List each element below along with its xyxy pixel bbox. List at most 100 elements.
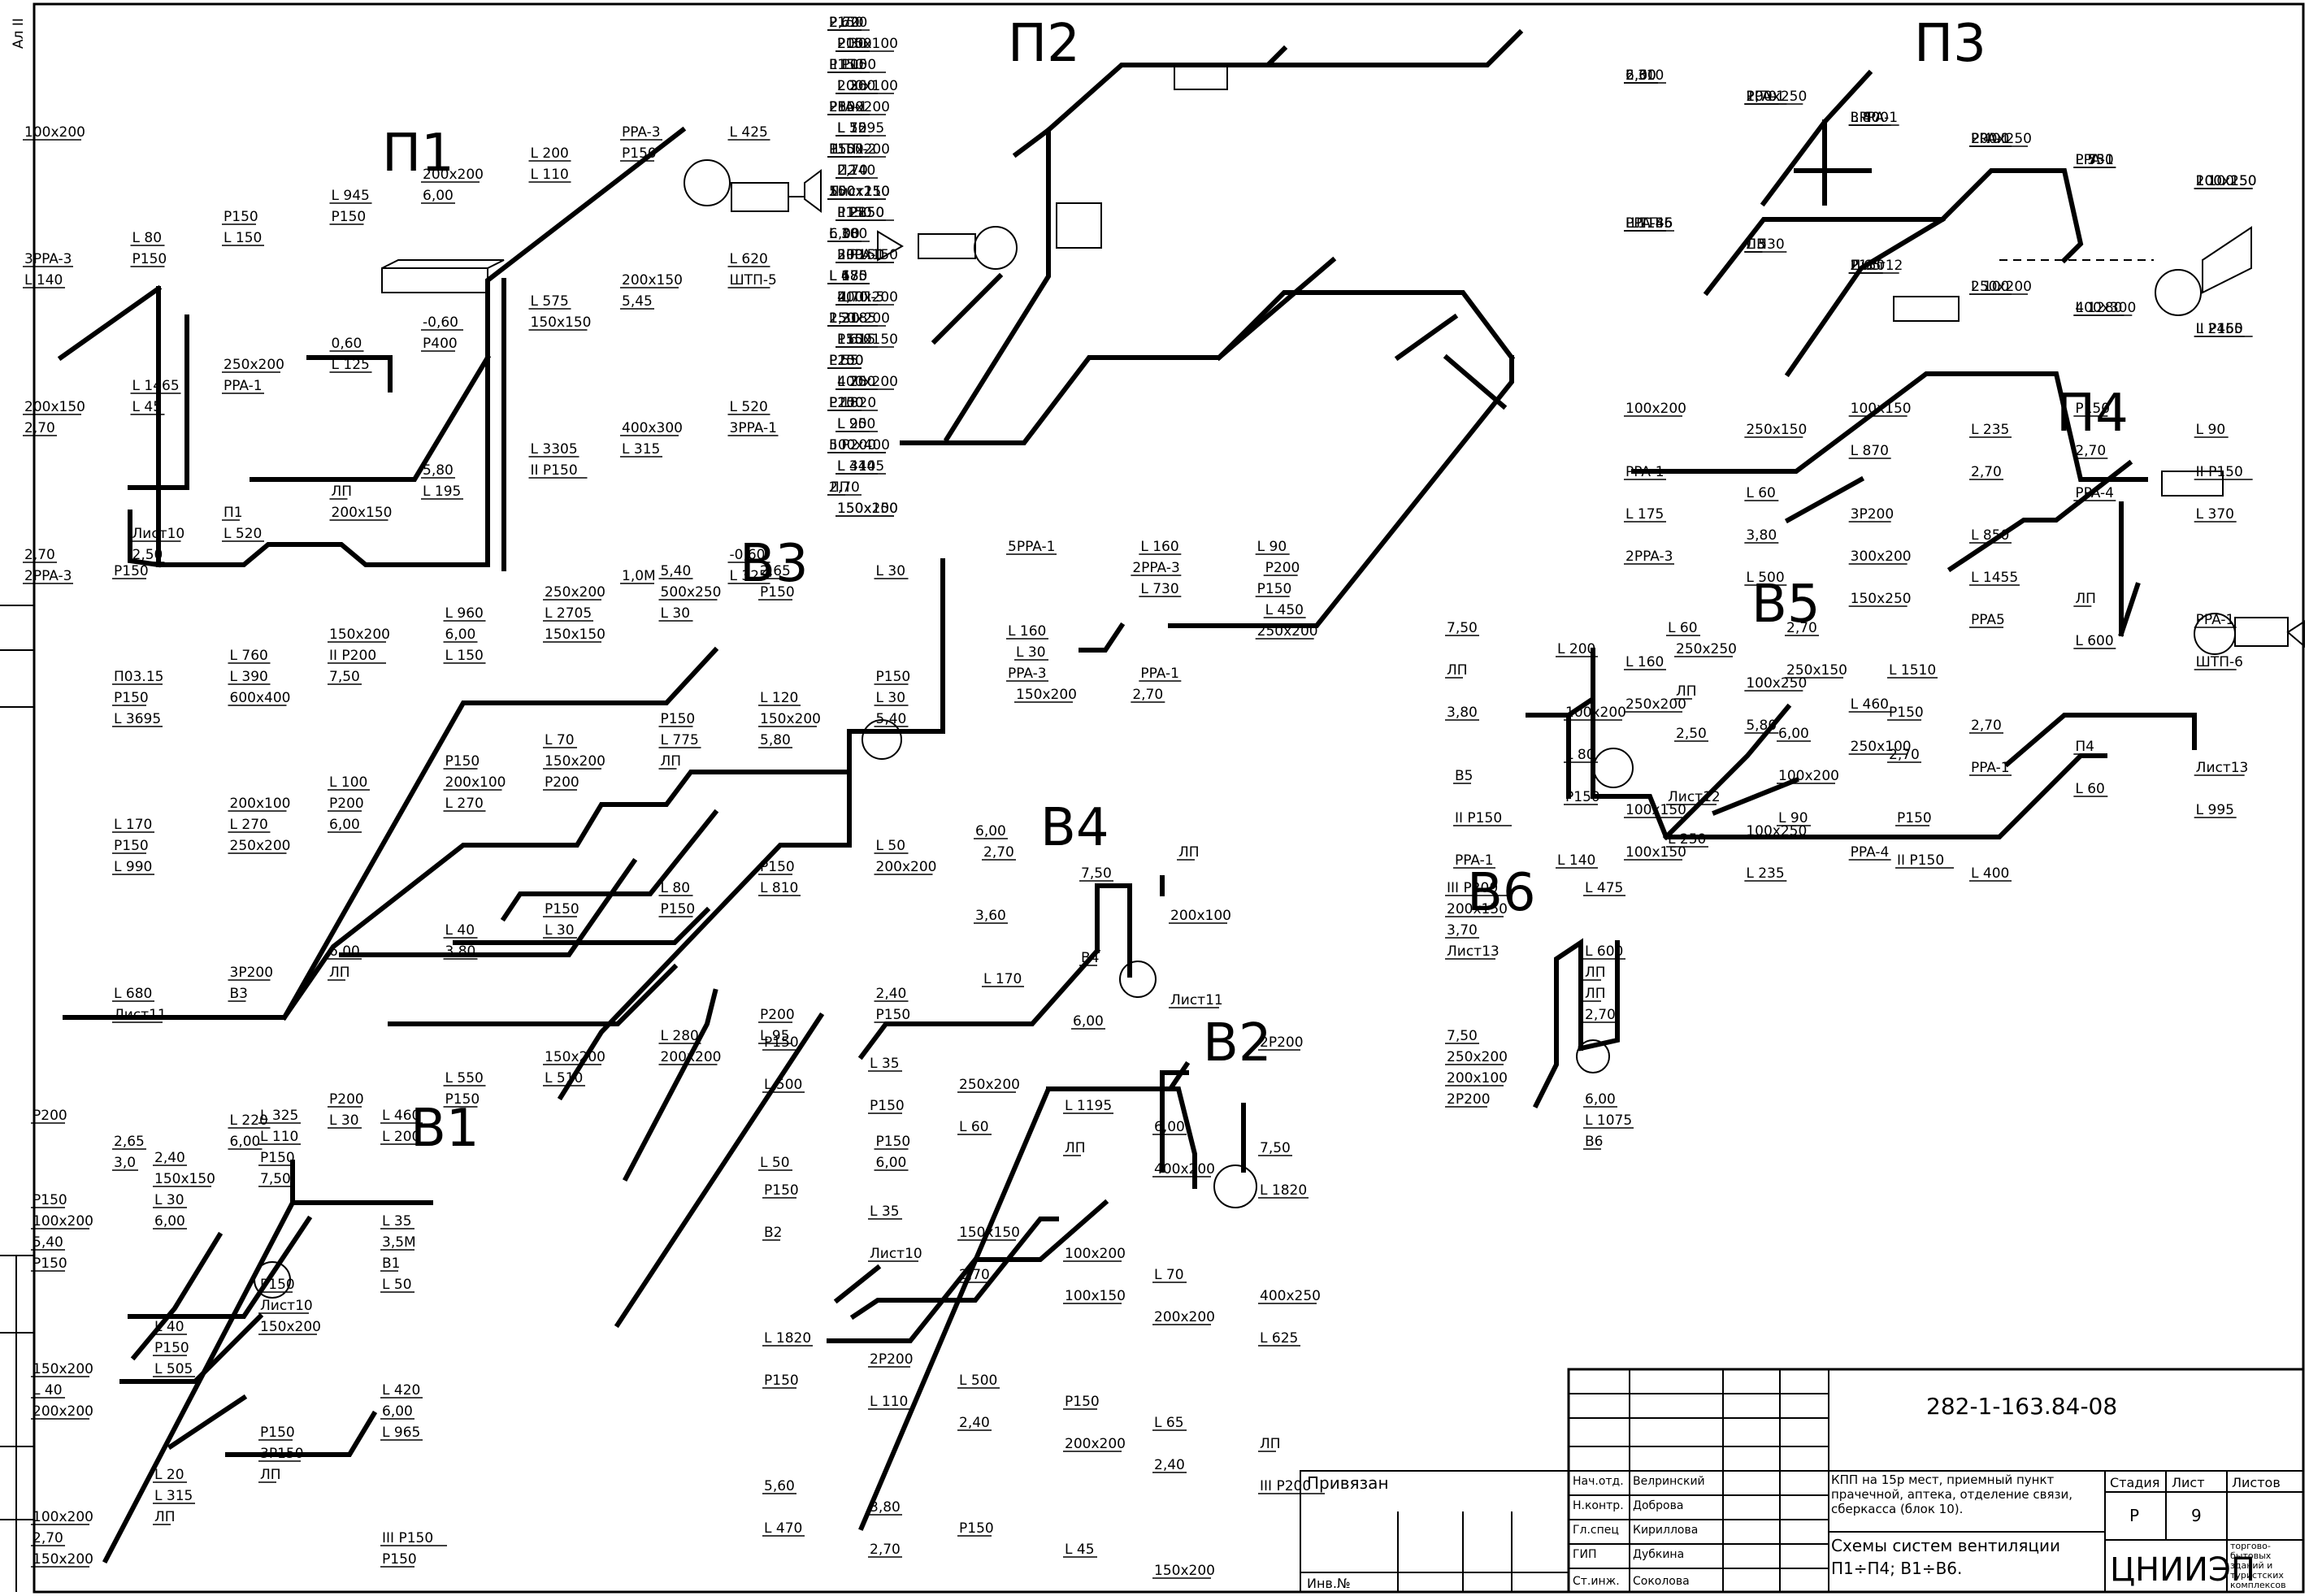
dimension-label: L 3695 [114,711,161,727]
sheet-value: 9 [2191,1506,2202,1525]
dimension-label: L 965 [382,1425,420,1441]
dimension-label: ЛП [1065,1140,1086,1156]
dimension-label: 2,70 [1889,747,1920,763]
dimension-label: 0,60 [332,336,362,352]
dimension-label: P150 [33,1192,67,1208]
dimension-label: III P150 [382,1530,433,1546]
dimension-label: P150 [829,395,864,411]
dimension-label: P150 [445,753,480,770]
dimension-label: 100x150 [2196,173,2257,189]
dimension-label: 2,70 [829,479,860,496]
dimension-label: 400x300 [2075,300,2136,316]
dimension-label: L 1280 [2075,300,2122,316]
dimension-label: П2 [837,163,857,179]
duct-p1-main [156,126,687,567]
dimension-label: 3,80 [870,1499,901,1516]
dimension-label: P150 [154,1340,189,1356]
dimension-label: P150 [876,1007,911,1023]
dimension-label: 150x200 [33,1361,93,1377]
silencer-shtp6 [1893,296,1960,322]
dimension-label: В1 [382,1256,400,1272]
dimension-label: 6,00 [1625,67,1656,84]
system-label: В6 [1467,863,1536,923]
dimension-label: 100x250 [1746,675,1807,692]
dimension-label: 5,60 [764,1478,795,1494]
duct-p2-b1 [1215,256,1337,362]
dimension-label: 200x100 [230,796,291,812]
dimension-label: L 280 [661,1028,699,1044]
dimension-label: 7,50 [1081,865,1112,882]
dimension-label: 100x150 [1625,802,1686,818]
dimension-label: 6,00 [1073,1013,1104,1030]
dimension-label: P150 [1851,258,1886,274]
dimension-label: 500x250 [661,584,722,601]
dimension-label: L 30 [876,690,906,706]
dimension-label: L 315 [154,1488,193,1504]
stage-value: Р [2129,1506,2139,1525]
dimension-label: PPA-1 [1455,852,1494,869]
dimension-label: 6,00 [1585,1091,1616,1108]
dimension-label: 7,50 [1447,620,1478,636]
dimension-label: P200 [33,1108,67,1124]
dimension-label: L 420 [382,1382,420,1399]
dimension-label: 2,70 [1971,464,2002,480]
dimension-label: 200x100 [1447,1070,1508,1086]
dimension-label: ЛП [1746,236,1767,253]
dimension-label: 3,0 [114,1155,136,1171]
dimension-label: L 625 [1260,1330,1298,1347]
dimension-label: L 3305 [531,441,578,458]
role-0: Нач.отд. [1573,1475,1624,1488]
dimension-label: L 40 [33,1382,63,1399]
dimension-label: 400x300 [622,420,683,436]
dimension-label: 200x200 [876,859,937,875]
dimension-label: 6,00 [329,943,360,960]
dimension-label: 2,40 [1154,1457,1185,1473]
name-1: Доброва [1633,1499,1683,1512]
dimension-label: 3P200 [230,965,274,981]
dimension-label: ЛП [154,1509,176,1525]
dimension-label: L 180 [829,268,867,284]
dimension-label: P200 [829,353,864,369]
dimension-label: PPA-4 [1851,844,1890,861]
fan-p2 [974,226,1018,270]
dimension-label: L 90 [2196,422,2226,438]
dimension-label: L 160 [1625,654,1664,670]
dimension-label: L 1455 [1971,570,2018,586]
dimension-label: 6,00 [423,188,454,204]
dimension-label: 2,70 [829,15,860,31]
dimension-label: П3 [1746,236,1765,253]
dimension-label: P150 [959,1520,994,1537]
dimension-label: 2,40 [959,1415,990,1431]
dimension-label: L 45 [132,399,163,415]
name-0: Велринский [1633,1475,1705,1488]
dimension-label: 2,70 [1132,687,1163,703]
sheet-title: Схемы систем вентиляции П1÷П4; В1÷В6. [1831,1536,2060,1578]
dimension-label: 400x200 [1154,1161,1215,1177]
dimension-label: L 30 [876,563,906,579]
dimension-label: 200x100 [1170,908,1231,924]
dimension-label: L 500 [959,1373,997,1389]
dimension-label: ЛП [661,753,682,770]
system-label: П3 [1914,14,1986,74]
dimension-label: 5,40 [876,711,907,727]
dimension-label: L 75 [2075,152,2105,168]
dimension-label: P150 [114,690,149,706]
dimension-label: ЛП [829,479,850,496]
dimension-label: 250x200 [1971,279,2032,295]
dimension-label: 250x150 [1746,422,1807,438]
dimension-label: 150x200 [329,627,390,643]
dimension-label: L 250 [1668,831,1706,848]
duct-b5-main [1526,694,2107,839]
dimension-label: 6,00 [230,1134,261,1150]
dimension-label: 6,00 [829,226,860,242]
dimension-label: 200x150 [332,505,393,521]
dimension-label: II P150 [531,462,578,479]
dimension-label: P150 [224,209,258,225]
dimension-label: L 80 [1565,747,1595,763]
dimension-label: В6 [1585,1134,1603,1150]
duct-b3-riser [847,558,945,734]
